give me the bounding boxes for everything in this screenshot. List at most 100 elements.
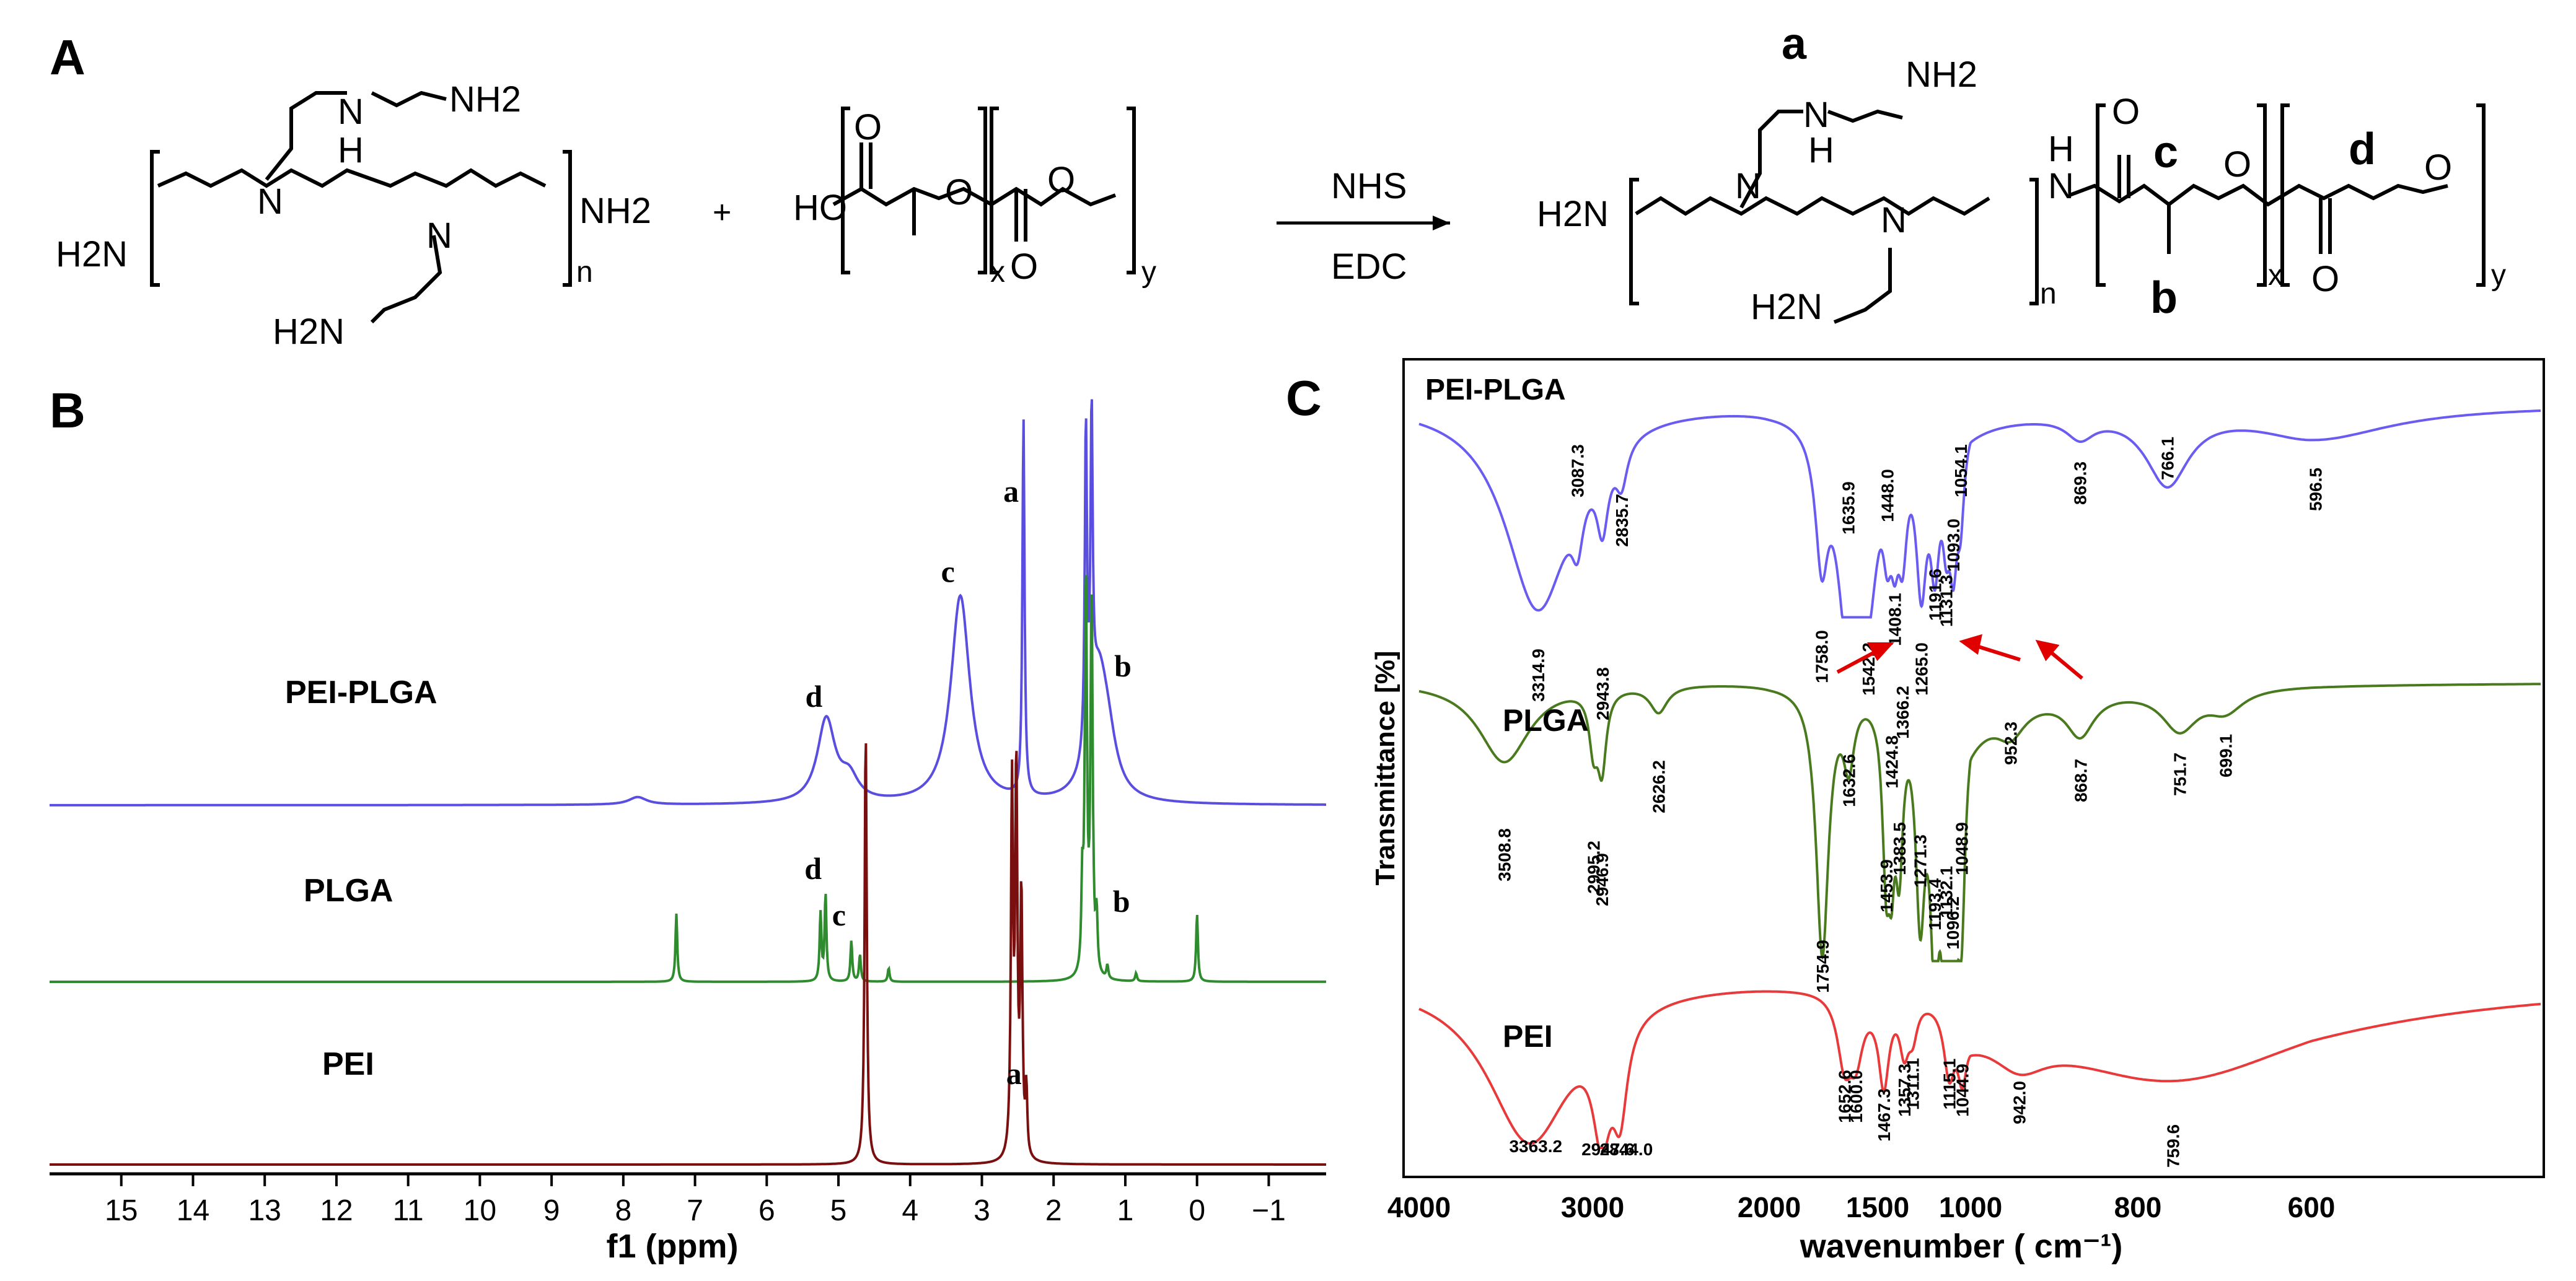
nmr-tick-label-5: 5	[830, 1194, 847, 1227]
nmr-series-label-pei: PEI	[322, 1046, 374, 1082]
ir-tick-label-800: 800	[2114, 1191, 2162, 1223]
product-sub-n: n	[2040, 278, 2057, 310]
ir-peak-label-pei-3: 1652.6	[1835, 1070, 1855, 1123]
ir-peak-label-pei-plga-10: 1265.0	[1912, 642, 1932, 696]
ir-peak-label-pei-plga-7: 1448.0	[1878, 469, 1897, 522]
ir-peak-label-pei-2: 2844.0	[1600, 1140, 1653, 1159]
product-o-ester-2: O	[2424, 147, 2452, 188]
ir-peak-label-pei-1: 2947.6	[1581, 1140, 1635, 1159]
pei-h2n-left: H2N	[56, 234, 128, 274]
ir-peak-label-pei-plga-11: 1191.6	[1926, 569, 1945, 621]
ir-peak-label-pei-11: 759.6	[2164, 1124, 2183, 1168]
nmr-series-label-pei-plga: PEI-PLGA	[285, 675, 437, 710]
ir-peak-label-plga-12: 1096.2	[1943, 896, 1963, 950]
ir-x-axis-title: wavenumber ( cm⁻¹)	[1800, 1228, 2123, 1265]
nmr-peak-label-pei-a: a	[1006, 1056, 1022, 1091]
ir-trace-pei-plga	[1418, 409, 2541, 619]
ir-peak-label-plga-6: 1453.9	[1877, 859, 1896, 912]
nmr-trace-pei	[50, 743, 1326, 1166]
red-arrow-3-head	[2035, 639, 2060, 662]
ir-peak-label-plga-17: 699.1	[2216, 734, 2235, 777]
ir-series-label-pei-plga: PEI-PLGA	[1425, 374, 1566, 406]
product-amide-n: N	[2048, 166, 2074, 206]
ir-tick-label-600: 600	[2288, 1191, 2336, 1223]
product-n-1: N	[1735, 166, 1761, 206]
ir-peak-label-pei-plga-9: 1366.2	[1893, 686, 1912, 739]
nmr-series-label-plga: PLGA	[304, 873, 393, 909]
ir-peak-label-pei-7: 1311.1	[1904, 1058, 1923, 1110]
product-amide-h: H	[2048, 129, 2074, 169]
product-h2n: H2N	[1537, 194, 1609, 234]
reagent-edc: EDC	[1331, 247, 1407, 287]
ir-peak-label-pei-plga-0: 3314.9	[1529, 649, 1548, 702]
plga-o-carbonyl-1: O	[854, 107, 882, 147]
ir-peak-label-plga-9: 1271.3	[1911, 834, 1930, 888]
ir-peak-label-pei-plga-15: 869.3	[2070, 461, 2090, 505]
nmr-tick-label--1: −1	[1252, 1194, 1286, 1227]
nmr-peak-label-plga-d: d	[804, 851, 822, 886]
pei-nh-n: N	[338, 92, 364, 132]
panel-label-c: C	[1286, 370, 1322, 426]
nmr-tick-label-2: 2	[1045, 1194, 1062, 1227]
ir-series-label-pei: PEI	[1503, 1019, 1553, 1054]
reagent-nhs: NHS	[1331, 166, 1407, 206]
panel-label-a: A	[50, 30, 86, 85]
ir-peak-label-plga-4: 1754.9	[1813, 940, 1832, 993]
ir-tick-label-3000: 3000	[1561, 1191, 1624, 1223]
ir-trace-plga	[1418, 683, 2541, 963]
nmr-tick-label-1: 1	[1117, 1194, 1134, 1227]
pei-nh2-top: NH2	[449, 79, 521, 120]
plga-sub-y: y	[1141, 256, 1156, 289]
product-label-a: a	[1782, 19, 1807, 69]
ir-peak-label-pei-plga-13: 1093.0	[1944, 518, 1963, 572]
ir-series-label-plga: PLGA	[1503, 703, 1589, 738]
red-arrow-2-head	[1959, 634, 1982, 655]
plus-sign: +	[713, 195, 731, 230]
ir-peak-label-pei-plga-3: 2835.7	[1612, 494, 1632, 547]
product-o-ester-1: O	[2223, 144, 2251, 185]
product-sub-y: y	[2491, 259, 2506, 292]
ir-plot-frame	[1402, 358, 2545, 1178]
reaction-scheme: A H2N NH2 N N N H NH2 H2N n +	[50, 19, 2506, 352]
ir-peak-label-plga-1: 2995.2	[1584, 841, 1603, 894]
ir-peak-label-pei-plga-17: 596.5	[2306, 468, 2325, 511]
plga-structure	[832, 107, 1136, 274]
red-arrow-1-head	[1866, 642, 1894, 662]
nmr-tick-label-0: 0	[1189, 1194, 1205, 1227]
nmr-tick-label-7: 7	[687, 1194, 703, 1227]
plga-o-ester-1: O	[945, 172, 973, 212]
pei-n-1: N	[257, 181, 283, 222]
plga-sub-x: x	[990, 256, 1005, 289]
ir-y-axis-title: Transmittance [%]	[1370, 651, 1400, 886]
ir-peak-label-pei-10: 942.0	[2010, 1081, 2029, 1124]
product-label-c: c	[2153, 128, 2178, 177]
pei-sub-n: n	[576, 256, 593, 289]
nmr-tick-label-10: 10	[464, 1194, 496, 1227]
nmr-peak-label-pei-plga-a: a	[1003, 474, 1019, 509]
product-h2n-bottom: H2N	[1751, 287, 1822, 327]
ir-peak-label-plga-11: 1132.1	[1936, 866, 1956, 918]
plga-ho: HO	[793, 188, 847, 228]
ir-peak-label-plga-15: 868.7	[2071, 759, 2090, 802]
ir-tick-label-1000: 1000	[1939, 1191, 2002, 1223]
ir-peak-label-pei-plga-2: 2943.8	[1593, 667, 1612, 720]
ir-peak-label-plga-8: 1383.5	[1890, 822, 1909, 875]
nmr-tick-label-8: 8	[615, 1194, 631, 1227]
ir-peak-label-plga-7: 1424.8	[1883, 735, 1902, 789]
ir-peak-label-pei-8: 1115.1	[1940, 1059, 1959, 1110]
ir-peak-label-plga-16: 751.7	[2171, 753, 2190, 796]
ir-peak-label-pei-plga-16: 766.1	[2158, 437, 2177, 480]
pei-nh2-right: NH2	[579, 191, 651, 231]
ir-tick-label-2000: 2000	[1738, 1191, 1801, 1223]
ir-peak-label-pei-plga-8: 1408.1	[1886, 593, 1905, 646]
ir-peak-label-pei-6: 1357.3	[1895, 1064, 1914, 1117]
nmr-peak-label-plga-b: b	[1113, 884, 1130, 919]
pei-n-2: N	[426, 216, 452, 256]
ir-peak-label-pei-4: 1600.0	[1847, 1070, 1866, 1123]
nmr-trace-plga	[50, 575, 1326, 983]
product-label-d: d	[2349, 125, 2376, 174]
